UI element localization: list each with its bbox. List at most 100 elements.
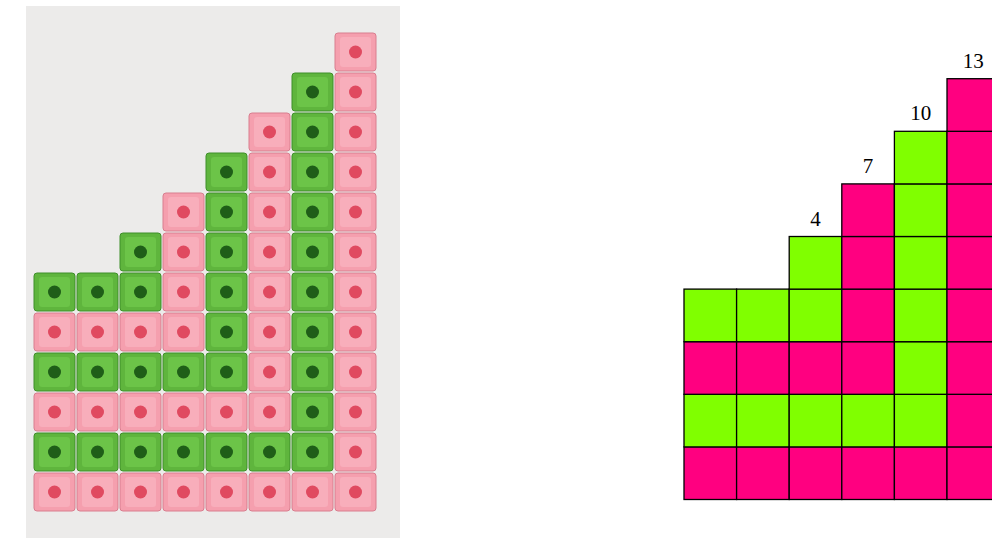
cube	[163, 433, 204, 471]
cube-hole	[349, 126, 362, 139]
grid-square	[789, 394, 842, 447]
grid-square	[737, 447, 790, 500]
cube	[249, 193, 290, 231]
cube	[206, 353, 247, 391]
cube-face	[125, 397, 156, 427]
cube	[120, 353, 161, 391]
cube	[120, 393, 161, 431]
cube-hole	[91, 446, 104, 459]
grid-square	[947, 394, 992, 447]
cube-hole	[306, 286, 319, 299]
grid-square	[894, 394, 947, 447]
cube-face	[254, 157, 285, 187]
cube-face	[297, 477, 328, 507]
cube-hole	[220, 206, 233, 219]
grid-square	[842, 447, 895, 500]
cube	[335, 393, 376, 431]
cube-face	[211, 157, 242, 187]
cube	[335, 113, 376, 151]
grid-square	[789, 237, 842, 290]
cube-face	[297, 397, 328, 427]
cube-hole	[349, 366, 362, 379]
cube	[206, 233, 247, 271]
grid-square	[684, 342, 737, 395]
cube	[206, 433, 247, 471]
cube	[163, 193, 204, 231]
cube-hole	[220, 286, 233, 299]
cube	[77, 273, 118, 311]
cube	[335, 433, 376, 471]
grid-square	[894, 131, 947, 184]
cube-face	[211, 357, 242, 387]
cube	[206, 193, 247, 231]
cube-face	[297, 77, 328, 107]
cube	[206, 393, 247, 431]
cube	[163, 353, 204, 391]
cube-face	[168, 237, 199, 267]
cube	[292, 233, 333, 271]
callout-number: 7	[863, 156, 874, 177]
cube-face	[297, 437, 328, 467]
cube	[249, 273, 290, 311]
photo-cubes	[34, 33, 376, 511]
cube	[163, 473, 204, 511]
cube	[34, 433, 75, 471]
cube-hole	[220, 326, 233, 339]
cube-hole	[134, 446, 147, 459]
cube	[163, 233, 204, 271]
cube-hole	[263, 206, 276, 219]
cube	[249, 433, 290, 471]
cube-hole	[349, 86, 362, 99]
cube	[335, 353, 376, 391]
cube	[120, 433, 161, 471]
cube	[249, 233, 290, 271]
cube-face	[340, 197, 371, 227]
grid-square	[842, 394, 895, 447]
cube-hole	[48, 286, 61, 299]
cube-hole	[48, 446, 61, 459]
square-grid	[684, 79, 992, 500]
grid-square	[842, 342, 895, 395]
cube-hole	[48, 406, 61, 419]
cube	[120, 273, 161, 311]
cube-face	[340, 357, 371, 387]
cube-hole	[349, 406, 362, 419]
cube	[335, 473, 376, 511]
cube-face	[297, 197, 328, 227]
cube-face	[82, 437, 113, 467]
cube	[292, 73, 333, 111]
cube	[206, 473, 247, 511]
cube-face	[211, 197, 242, 227]
cube-hole	[177, 366, 190, 379]
grid-square	[789, 342, 842, 395]
cube-hole	[349, 166, 362, 179]
grid-square	[789, 447, 842, 500]
cube	[292, 353, 333, 391]
cube	[34, 353, 75, 391]
cube	[163, 273, 204, 311]
cube	[292, 273, 333, 311]
grid-square	[894, 342, 947, 395]
cube	[77, 313, 118, 351]
cube-hole	[134, 366, 147, 379]
callout-number: 13	[963, 51, 984, 72]
cube-face	[125, 237, 156, 267]
grid-square	[684, 289, 737, 342]
grid-square	[947, 342, 992, 395]
cube-face	[297, 117, 328, 147]
cube-hole	[134, 286, 147, 299]
cube-face	[168, 477, 199, 507]
grid-square	[947, 447, 992, 500]
cube-face	[340, 77, 371, 107]
cube-hole	[177, 486, 190, 499]
cube	[34, 393, 75, 431]
cube	[120, 233, 161, 271]
cube-hole	[91, 366, 104, 379]
cube	[77, 473, 118, 511]
callout-number: 4	[810, 209, 821, 230]
cube-hole	[91, 486, 104, 499]
cube	[206, 313, 247, 351]
cube-hole	[48, 326, 61, 339]
cube	[34, 273, 75, 311]
